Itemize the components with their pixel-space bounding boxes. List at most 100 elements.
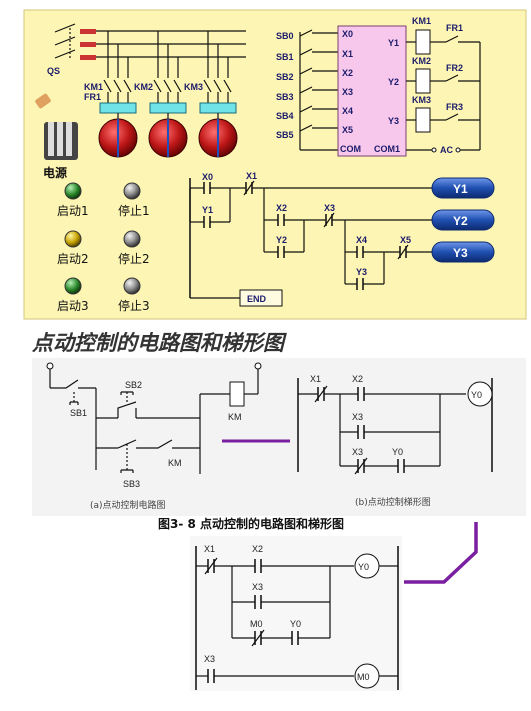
middle-panel: SB1 SB2 KM SB3 KM (a)点动控制电路图	[32, 358, 526, 516]
top-ladder-x1: X1	[246, 171, 257, 181]
ladder-c-x3: X3	[252, 582, 263, 592]
fr2-contact-label: FR2	[446, 63, 463, 73]
plc-input-x5: X5	[342, 125, 353, 135]
ladder-b-x2: X2	[352, 374, 363, 384]
power-switch-icon	[35, 93, 78, 160]
qs-label: QS	[47, 66, 60, 76]
stop-1-button[interactable]	[123, 182, 141, 200]
ladder-c-x1: X1	[204, 544, 215, 554]
coil-y3-oval	[431, 241, 495, 263]
coil-y3-label: Y3	[453, 246, 468, 260]
ladder-c-coil-y0-label: Y0	[358, 562, 369, 572]
start-1-label: 启动1	[57, 204, 89, 218]
plc-input-x4: X4	[342, 106, 353, 116]
stop-1-label: 停止1	[118, 203, 150, 218]
end-label: END	[247, 294, 267, 304]
plc-wiring: SB0 SB1 SB2 SB3 SB4 SB5	[276, 29, 338, 151]
ladder-b-caption: (b)点动控制梯形图	[355, 496, 431, 508]
km3-coil	[415, 107, 431, 133]
sb1-circuit-label: SB1	[70, 408, 87, 418]
plc-input-x1: X1	[342, 49, 353, 59]
sb4-label: SB4	[276, 111, 294, 121]
km1-coil-label: KM1	[412, 16, 431, 26]
fr1-label: FR1	[84, 92, 101, 102]
main-breaker: QS	[47, 23, 96, 76]
thermal-relay-2	[149, 102, 187, 114]
circuit-diagram: SB1 SB2 KM SB3 KM (a)点动控制电路图	[46, 362, 262, 511]
km1-coil	[415, 29, 431, 55]
figure-caption: 图3- 8 点动控制的电路图和梯形图	[158, 516, 344, 531]
bus-lines	[96, 30, 246, 103]
ladder-b: Y0 X1 X2 X3 X3 Y0 (b)点动控制梯形图	[297, 374, 493, 508]
km2-label: KM2	[134, 82, 153, 92]
km3-coil-label: KM3	[412, 95, 431, 105]
thermal-relay-3	[199, 102, 237, 114]
ladder-b-y0: Y0	[392, 447, 403, 457]
stop-3-label: 停止3	[118, 298, 150, 313]
coil-y2-oval	[431, 209, 495, 231]
km2-coil-label: KM2	[412, 56, 431, 66]
fuse-2	[80, 42, 96, 47]
sb5-label: SB5	[276, 130, 294, 140]
circuit-caption: (a)点动控制电路图	[90, 499, 166, 511]
top-ladder-x0: X0	[202, 172, 213, 182]
start-2-button[interactable]	[64, 230, 82, 248]
plc-module: X0 X1 X2 X3 X4 X5 COM Y1 Y2 Y3 COM1	[337, 25, 407, 157]
ladder-c-coil-m0-label: M0	[357, 672, 370, 682]
ladder-b-x1: X1	[310, 374, 321, 384]
start-3-label: 启动3	[57, 299, 89, 313]
bent-arrow-line	[404, 522, 478, 584]
sb1-label: SB1	[276, 52, 294, 62]
panel-background	[23, 9, 527, 320]
stop-3-button[interactable]	[123, 277, 141, 295]
ladder-b-x3-nc: X3	[352, 447, 363, 457]
sb3-circuit-label: SB3	[123, 479, 140, 489]
power-label: 电源	[43, 165, 67, 180]
ladder-c-m0: M0	[250, 619, 263, 629]
top-ladder-y2: Y2	[276, 235, 287, 245]
km-coil-circuit	[229, 381, 245, 407]
plc-output-y1: Y1	[388, 38, 399, 48]
km3-label: KM3	[184, 82, 203, 92]
plc-input-x0: X0	[342, 29, 353, 39]
start-1-button[interactable]	[64, 182, 82, 200]
top-ladder-x2: X2	[276, 203, 287, 213]
top-ladder-x4: X4	[356, 235, 367, 245]
stop-2-label: 停止2	[118, 251, 150, 266]
ladder-c-y0: Y0	[290, 619, 301, 629]
plc-output-y3: Y3	[388, 116, 399, 126]
motor-1	[98, 113, 138, 158]
button-panel: 启动1 停止1 启动2 停止2 启动3 停止3	[57, 182, 150, 313]
km2-coil	[415, 68, 431, 94]
ladder-c: Y0 X1 X2 X3 M0 Y0 M0 X3	[190, 536, 402, 691]
start-3-button[interactable]	[64, 277, 82, 295]
output-wiring: KM1 KM2 KM3 FR1 FR2 FR3 AC	[406, 16, 481, 155]
end-box	[239, 289, 283, 307]
fr3-contact-label: FR3	[446, 102, 463, 112]
fr1-contact-label: FR1	[446, 23, 463, 33]
top-ladder: X0 X1 Y1 X2 X3 Y2	[189, 171, 495, 307]
top-ladder-y3: Y3	[356, 267, 367, 277]
sb3-label: SB3	[276, 92, 294, 102]
plc-output-com1: COM1	[374, 144, 400, 154]
coil-y2-label: Y2	[453, 214, 468, 228]
plc-input-com: COM	[340, 144, 361, 154]
top-ladder-x5: X5	[400, 235, 411, 245]
km1-label: KM1	[84, 82, 103, 92]
top-ladder-y1: Y1	[202, 205, 213, 215]
km-contact-label: KM	[168, 458, 182, 468]
motor-3	[198, 113, 238, 158]
sb0-label: SB0	[276, 31, 294, 41]
top-panel: QS	[23, 9, 527, 320]
section-title: 点动控制的电路图和梯形图	[31, 330, 287, 355]
motor-2	[148, 113, 188, 158]
ladder-b-coil-label: Y0	[471, 390, 482, 400]
start-2-label: 启动2	[57, 252, 89, 266]
coil-y1-oval	[431, 177, 495, 199]
middle-background	[32, 358, 526, 516]
top-ladder-x3: X3	[324, 203, 335, 213]
coil-y1-label: Y1	[453, 182, 468, 196]
ac-label: AC	[440, 145, 453, 155]
stop-2-button[interactable]	[123, 230, 141, 248]
